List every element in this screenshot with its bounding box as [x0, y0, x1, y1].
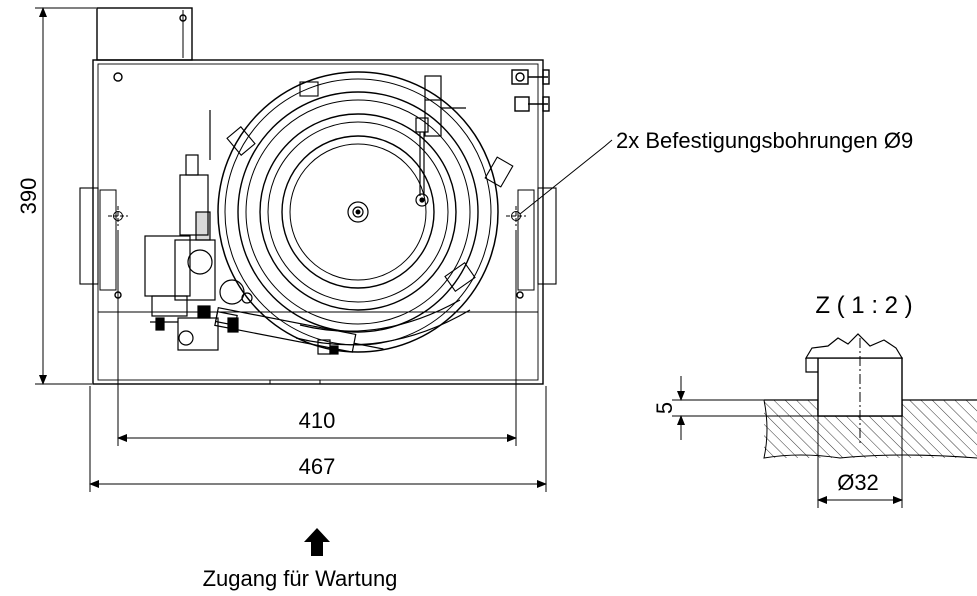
mounting-holes-callout: 2x Befestigungsbohrungen Ø9 — [616, 128, 913, 153]
actuator-assembly — [144, 110, 384, 355]
mounting-hole-left — [108, 206, 128, 226]
detail-diameter-label: Ø32 — [837, 470, 879, 495]
vibratory-bowl — [217, 71, 514, 353]
outer-width-dimension-label: 467 — [299, 454, 336, 479]
mounting-hole-right — [506, 206, 526, 226]
service-access-label: Zugang für Wartung — [203, 566, 398, 591]
detail-dimension-lines — [672, 376, 903, 508]
service-access-arrow — [304, 528, 330, 556]
feeder-arm — [415, 75, 466, 207]
height-dimension-label: 390 — [16, 178, 41, 215]
detail-section — [763, 333, 977, 459]
dimension-lines — [35, 7, 613, 492]
inner-width-dimension-label: 410 — [299, 408, 336, 433]
machine-frame — [79, 7, 557, 385]
detail-depth-label: 5 — [652, 402, 677, 414]
detail-view-title: Z ( 1 : 2 ) — [815, 292, 912, 319]
